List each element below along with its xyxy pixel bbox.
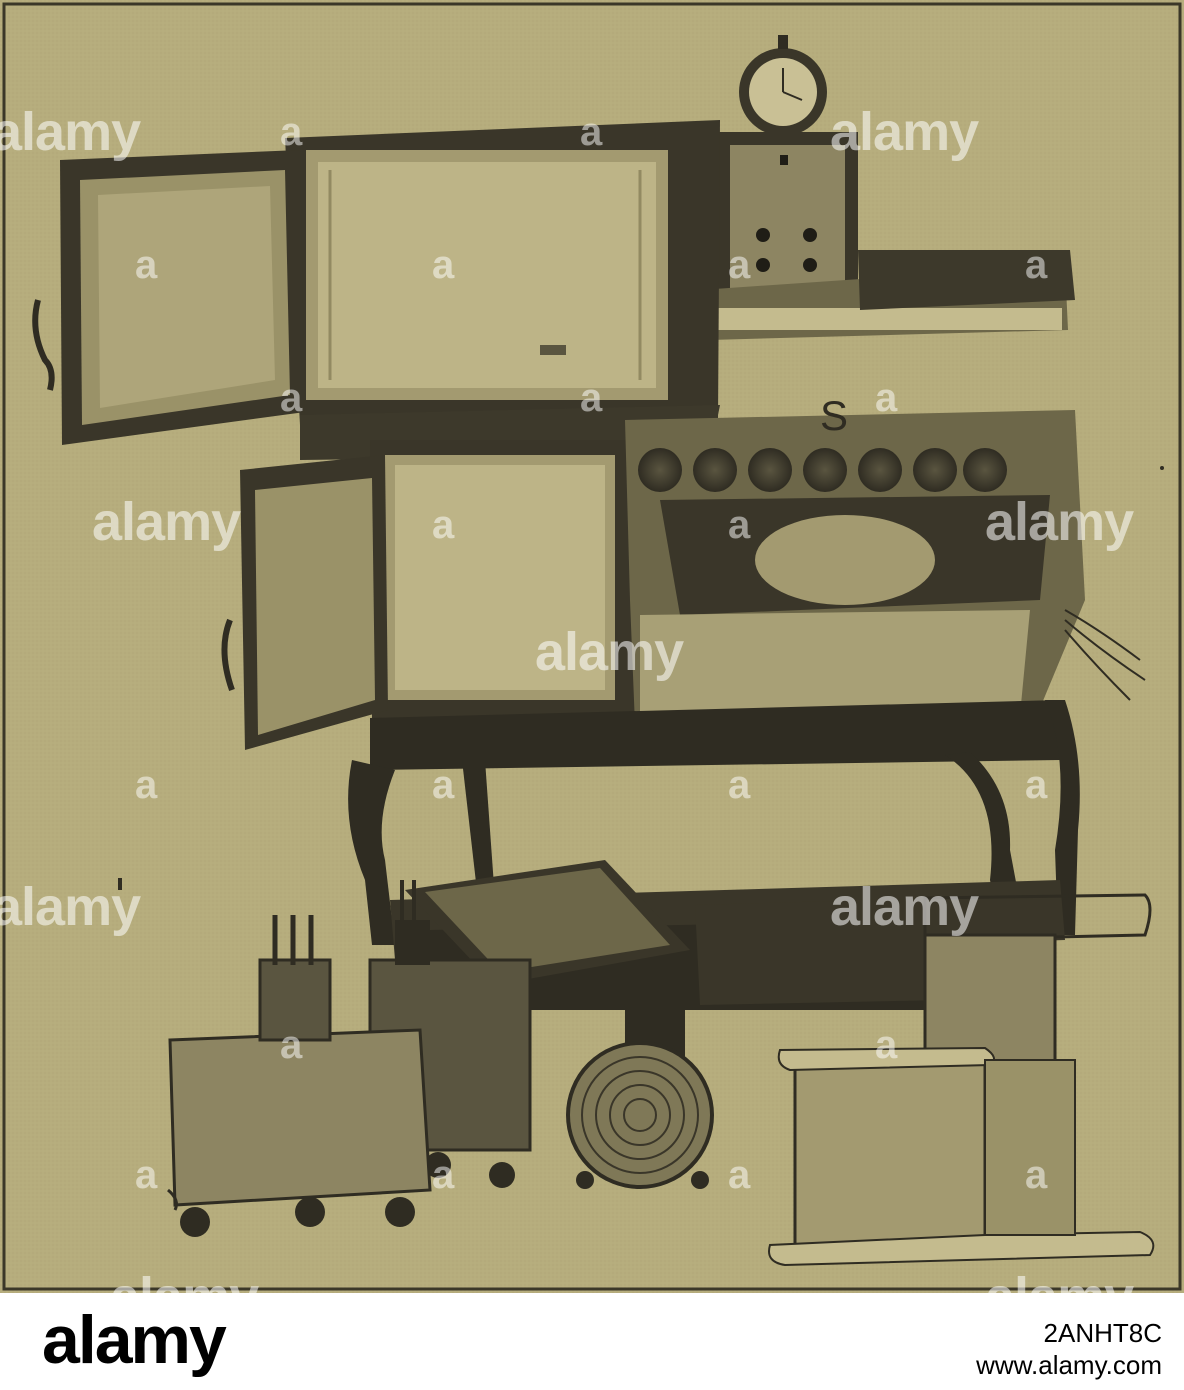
alamy-logo: alamy xyxy=(42,1302,227,1378)
stove-letter-s: S xyxy=(820,392,848,439)
range-backsplash xyxy=(700,250,1075,340)
lower-oven-door xyxy=(221,455,388,750)
power-cord xyxy=(1064,609,1146,701)
small-heater-front xyxy=(167,915,432,1237)
round-hotplate xyxy=(566,1010,714,1189)
stock-footer: alamy 2ANHT8C www.alamy.com xyxy=(0,1293,1184,1390)
site-url: www.alamy.com xyxy=(976,1350,1162,1380)
griddle-tray xyxy=(405,860,690,985)
cooktop-plate xyxy=(755,515,935,605)
range-apron xyxy=(370,700,1060,770)
image-stamp: 2ANHT8C www.alamy.com xyxy=(950,1317,1162,1381)
image-id: 2ANHT8C xyxy=(1043,1318,1162,1348)
heater-cylinder xyxy=(768,1046,1155,1267)
upper-oven-door xyxy=(32,150,305,445)
toaster-box xyxy=(695,893,1152,1005)
upper-oven xyxy=(285,120,720,425)
lower-oven xyxy=(370,440,640,720)
burner-switches xyxy=(638,448,1007,492)
timer-clock-icon xyxy=(739,35,827,136)
photo-frame xyxy=(2,2,1182,1291)
historical-photo: S xyxy=(0,0,1184,1293)
switch-box xyxy=(718,132,858,302)
cooktop: S xyxy=(625,392,1085,725)
